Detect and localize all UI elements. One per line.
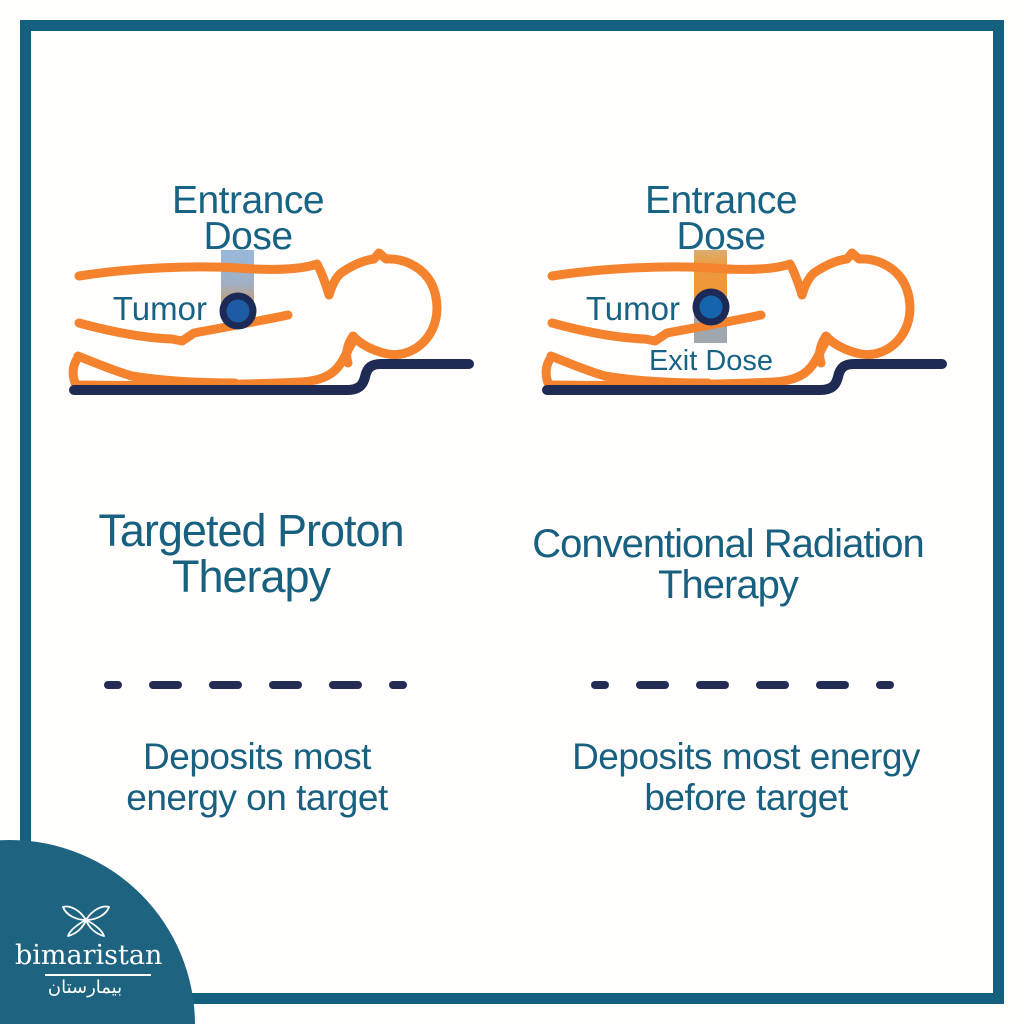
proton-therapy-panel: Entrance Dose Tumor bbox=[60, 170, 510, 410]
entrance-dose-label: Entrance Dose bbox=[171, 179, 325, 258]
radiation-description: Deposits most energy before target bbox=[572, 736, 920, 819]
radiation-title: Conventional Radiation Therapy bbox=[532, 522, 925, 607]
exit-dose-label: Exit Dose bbox=[648, 345, 774, 377]
dash bbox=[269, 681, 302, 689]
dash bbox=[876, 681, 894, 689]
dash bbox=[591, 681, 609, 689]
butterfly-leaf-icon bbox=[62, 905, 110, 937]
dash bbox=[636, 681, 669, 689]
logo-wordmark: bimaristan bbox=[15, 940, 163, 971]
dash bbox=[104, 681, 122, 689]
dash bbox=[816, 681, 849, 689]
bed-line bbox=[69, 359, 474, 395]
dash bbox=[756, 681, 789, 689]
bed-line bbox=[542, 359, 947, 395]
dashed-divider bbox=[591, 681, 894, 689]
tumor-marker bbox=[692, 288, 730, 326]
logo-wordmark-arabic: بيمارستان bbox=[47, 977, 123, 998]
frame-border bbox=[20, 20, 1004, 1004]
proton-body-illustration bbox=[68, 248, 474, 395]
dash bbox=[696, 681, 729, 689]
tumor-label: Tumor bbox=[585, 290, 680, 327]
radiation-body-illustration bbox=[541, 248, 947, 395]
tumor-marker bbox=[219, 292, 257, 330]
dash bbox=[329, 681, 362, 689]
tumor-label: Tumor bbox=[112, 290, 207, 327]
logo-underline bbox=[45, 974, 151, 976]
dash bbox=[209, 681, 242, 689]
dash bbox=[389, 681, 407, 689]
proton-title: Targeted Proton Therapy bbox=[98, 505, 404, 602]
dash bbox=[149, 681, 182, 689]
dashed-divider bbox=[104, 681, 407, 689]
radiation-therapy-panel: Entrance Dose Tumor Exit Dose bbox=[533, 170, 983, 410]
proton-description: Deposits most energy on target bbox=[126, 736, 388, 819]
entrance-dose-label: Entrance Dose bbox=[644, 179, 798, 258]
